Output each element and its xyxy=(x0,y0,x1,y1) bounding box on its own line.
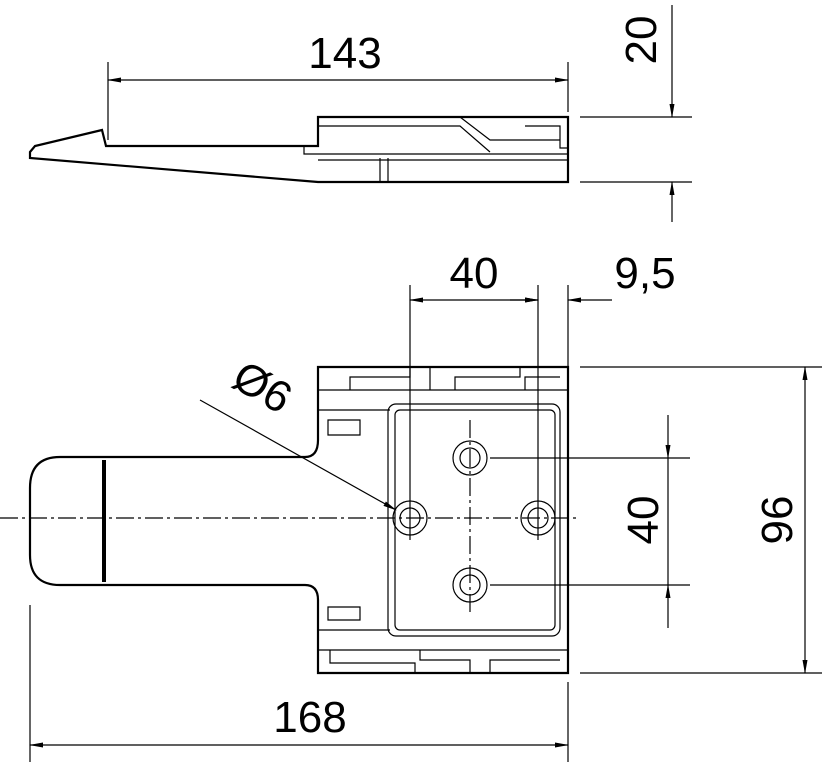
dimension-40-horizontal-label: 40 xyxy=(450,249,499,298)
dimension-143-label: 143 xyxy=(308,29,381,78)
dimension-40-vertical-label: 40 xyxy=(619,496,668,545)
dimension-9-5-label: 9,5 xyxy=(614,249,675,298)
mounting-holes xyxy=(392,440,556,603)
dimension-168: 168 xyxy=(29,605,569,762)
mounting-hole xyxy=(520,500,556,536)
dimension-20: 20 xyxy=(580,5,692,222)
mounting-hole xyxy=(392,500,428,536)
dimension-9-5: 9,5 xyxy=(510,249,676,303)
dimension-20-label: 20 xyxy=(617,16,666,65)
dimension-hole-diameter: Ø6 xyxy=(199,352,397,511)
side-view xyxy=(28,115,570,184)
hole-diameter-label: Ø6 xyxy=(225,352,300,424)
dimension-96-label: 96 xyxy=(753,496,802,545)
dimension-168-label: 168 xyxy=(273,693,346,742)
dimension-143: 143 xyxy=(107,29,569,140)
dimension-96: 96 xyxy=(580,366,822,674)
dimension-40-vertical: 40 xyxy=(619,415,671,628)
dimension-40-horizontal: 40 xyxy=(409,249,539,303)
mounting-hole xyxy=(452,440,488,476)
plan-view xyxy=(0,285,690,675)
mounting-hole xyxy=(452,567,488,603)
